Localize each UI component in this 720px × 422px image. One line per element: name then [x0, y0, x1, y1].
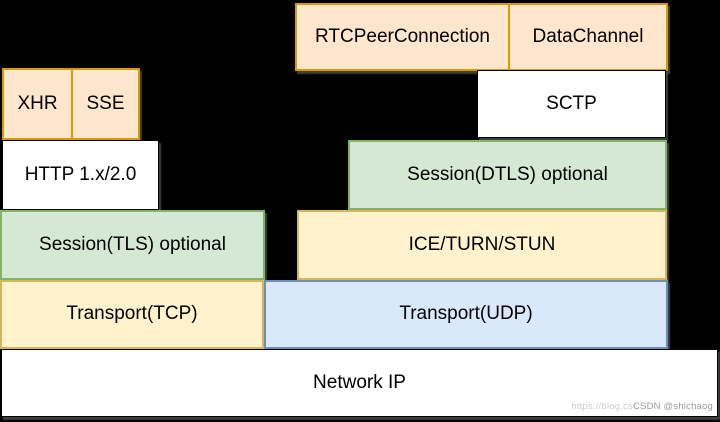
box-sse: SSE: [73, 70, 138, 138]
box-datachannel: DataChannel: [510, 5, 666, 69]
box-network-ip-label: Network IP: [313, 371, 406, 393]
box-http: HTTP 1.x/2.0: [2, 140, 159, 210]
rtc-datachannel-group: RTCPeerConnection DataChannel: [295, 3, 668, 71]
box-transport-udp: Transport(UDP): [264, 280, 668, 349]
box-transport-udp-label: Transport(UDP): [399, 303, 533, 325]
box-sctp: SCTP: [477, 70, 666, 138]
box-ice-turn-stun: ICE/TURN/STUN: [297, 210, 667, 280]
box-xhr: XHR: [4, 70, 73, 138]
box-transport-tcp-label: Transport(TCP): [66, 303, 198, 325]
box-rtcpeerconnection: RTCPeerConnection: [297, 5, 510, 69]
box-ice-turn-stun-label: ICE/TURN/STUN: [408, 233, 556, 255]
box-datachannel-label: DataChannel: [532, 25, 644, 47]
xhr-sse-group: XHR SSE: [2, 68, 140, 140]
box-sctp-label: SCTP: [546, 92, 597, 114]
box-session-tls: Session(TLS) optional: [0, 210, 265, 280]
box-http-label: HTTP 1.x/2.0: [24, 163, 137, 185]
box-sse-label: SSE: [86, 92, 125, 114]
box-rtcpeerconnection-label: RTCPeerConnection: [315, 25, 490, 47]
box-network-ip: Network IP: [1, 349, 718, 417]
box-session-tls-label: Session(TLS) optional: [39, 233, 226, 255]
box-session-dtls-label: Session(DTLS) optional: [407, 163, 608, 185]
box-xhr-label: XHR: [17, 92, 58, 114]
box-transport-tcp: Transport(TCP): [0, 280, 264, 349]
box-session-dtls: Session(DTLS) optional: [348, 140, 667, 210]
